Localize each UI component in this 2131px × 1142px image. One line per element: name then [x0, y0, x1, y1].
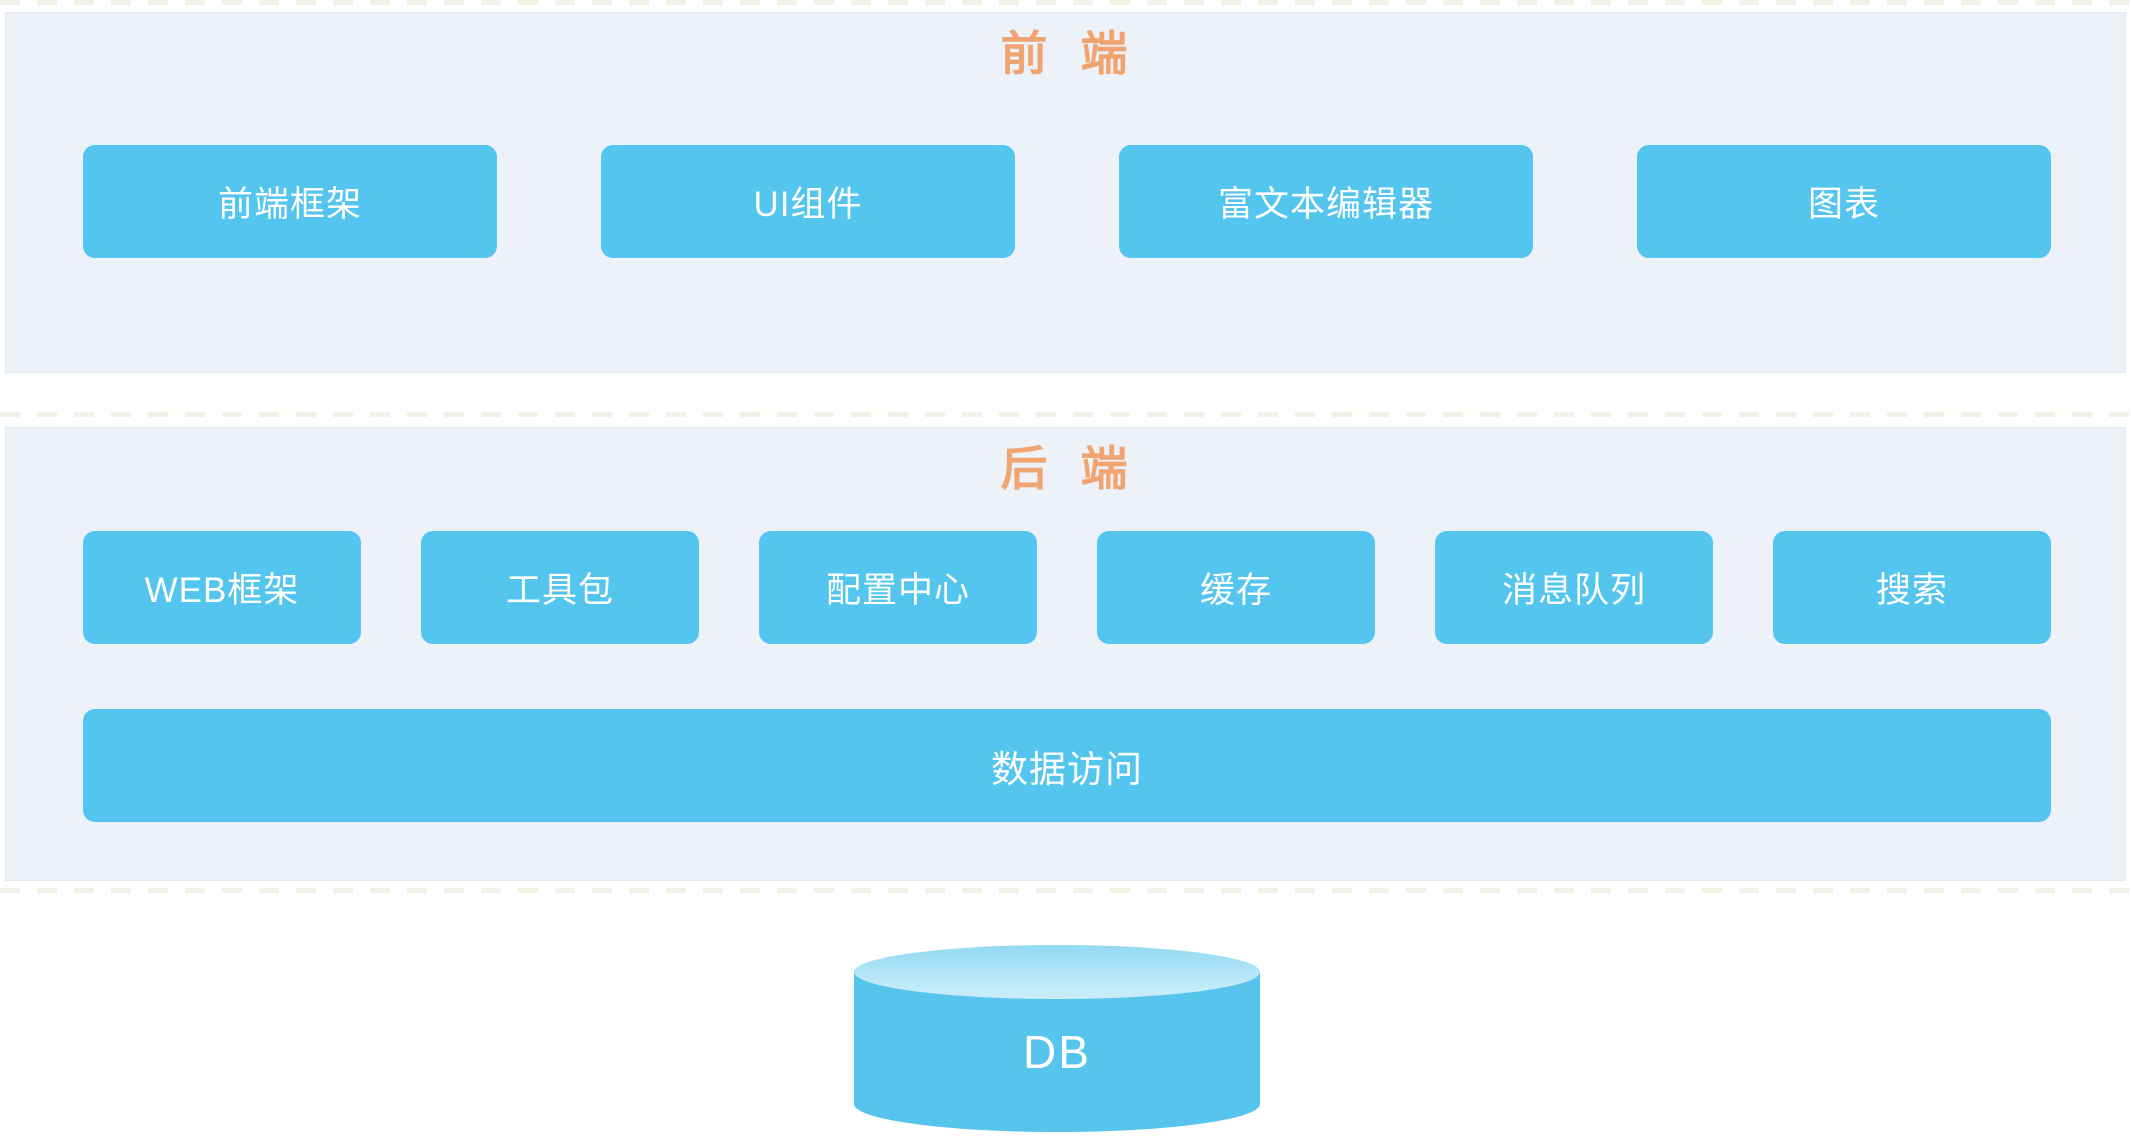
search-box: 搜索	[1773, 531, 2051, 644]
db-cylinder-top	[854, 945, 1260, 999]
db-cylinder: DB	[854, 945, 1260, 1132]
config-center-box: 配置中心	[759, 531, 1037, 644]
data-access-box: 数据访问	[83, 709, 2051, 822]
charts-box: 图表	[1637, 145, 2051, 258]
message-queue-box: 消息队列	[1435, 531, 1713, 644]
db-label: DB	[1023, 1025, 1091, 1078]
ui-components-box: UI组件	[601, 145, 1015, 258]
web-framework-box: WEB框架	[83, 531, 361, 644]
backend-title: 后 端	[1000, 442, 1131, 495]
dashed-separator-bottom	[0, 888, 2131, 893]
cache-box: 缓存	[1097, 531, 1375, 644]
backend-boxes-row: WEB框架 工具包 配置中心 缓存 消息队列 搜索	[83, 531, 2051, 644]
frontend-framework-box: 前端框架	[83, 145, 497, 258]
dashed-separator-top	[0, 0, 2131, 5]
dashed-separator-middle	[0, 412, 2131, 417]
backend-panel: 后 端 WEB框架 工具包 配置中心 缓存 消息队列 搜索 数据访问	[5, 427, 2126, 881]
frontend-panel: 前 端 前端框架 UI组件 富文本编辑器 图表	[5, 12, 2126, 373]
frontend-boxes-row: 前端框架 UI组件 富文本编辑器 图表	[83, 145, 2051, 258]
frontend-title: 前 端	[1000, 27, 1131, 80]
toolkit-box: 工具包	[421, 531, 699, 644]
rich-text-editor-box: 富文本编辑器	[1119, 145, 1533, 258]
